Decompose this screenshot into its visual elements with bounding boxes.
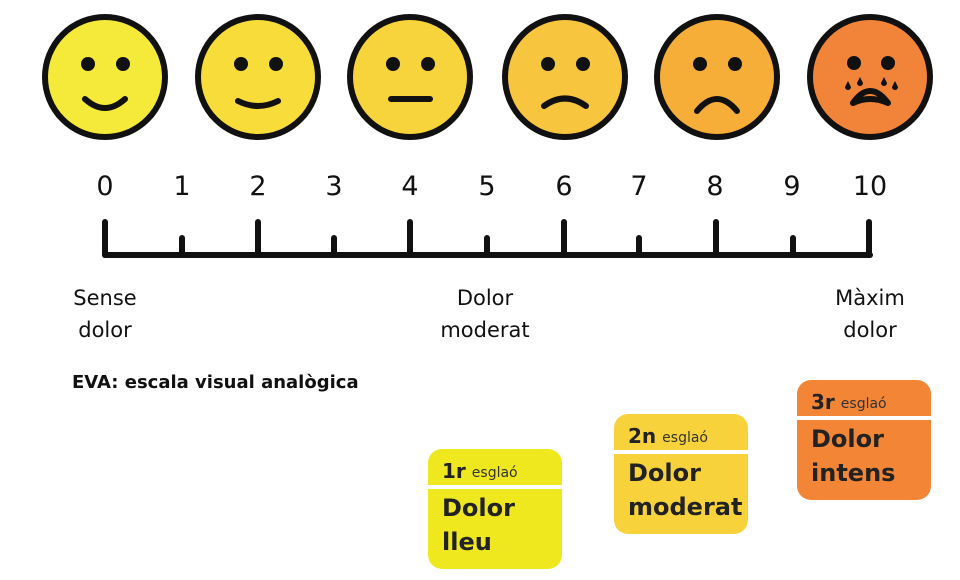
scale-number: 10 xyxy=(852,171,888,202)
scale-number: 6 xyxy=(555,171,573,202)
happy-face-icon xyxy=(195,14,321,140)
scale-number: 3 xyxy=(325,171,343,202)
step-divider xyxy=(614,450,748,454)
very-sad-face-icon xyxy=(654,14,780,140)
step-header: 2n esglaó xyxy=(628,424,708,448)
anchor-no-pain: Sense dolor xyxy=(73,286,137,342)
scale-caption: EVA: escala visual analògica xyxy=(72,372,359,393)
step-card-3: 3r esglaó Dolor intens xyxy=(797,380,931,500)
step-divider xyxy=(797,416,931,420)
scale-number: 5 xyxy=(478,171,496,202)
step-body: Dolor intens xyxy=(811,425,896,487)
faces-row xyxy=(0,0,960,150)
anchor-max-pain: Màxim dolor xyxy=(835,286,905,342)
scale-number: 8 xyxy=(706,171,724,202)
crying-face-icon xyxy=(807,14,933,140)
step-card-2: 2n esglaó Dolor moderat xyxy=(614,414,748,534)
scale-number: 1 xyxy=(173,171,191,202)
sad-face-icon xyxy=(502,14,628,140)
neutral-face-icon xyxy=(347,14,473,140)
scale-number: 4 xyxy=(401,171,419,202)
scale-number: 7 xyxy=(630,171,648,202)
very-happy-face-icon xyxy=(42,14,168,140)
anchor-moderate-pain: Dolor moderat xyxy=(440,286,530,342)
scale-number: 2 xyxy=(249,171,267,202)
pain-scale-ruler xyxy=(102,219,873,258)
step-body: Dolor moderat xyxy=(628,459,743,521)
step-divider xyxy=(428,485,562,489)
step-card-1: 1r esglaó Dolor lleu xyxy=(428,449,562,569)
scale-number: 0 xyxy=(96,171,114,202)
step-header: 1r esglaó xyxy=(442,459,518,483)
step-body: Dolor lleu xyxy=(442,494,515,556)
step-header: 3r esglaó xyxy=(811,390,887,414)
scale-number: 9 xyxy=(783,171,801,202)
